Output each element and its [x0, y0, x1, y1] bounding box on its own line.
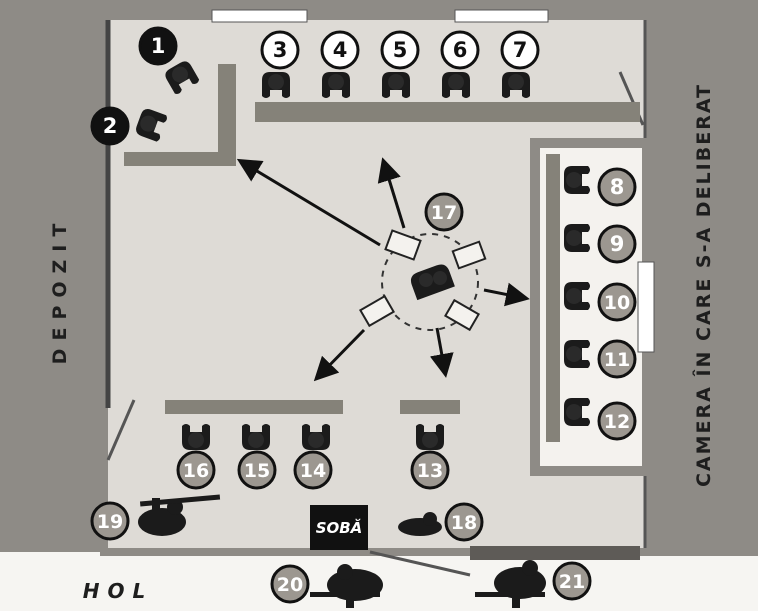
soldier-20 [310, 564, 383, 608]
badge-circle [90, 106, 130, 146]
badge-20: 20 [270, 564, 310, 604]
badge-11: 11 [597, 339, 637, 379]
stove [310, 505, 368, 550]
badge-10: 10 [597, 282, 637, 322]
jury-table [546, 154, 560, 442]
badge-18: 18 [444, 502, 484, 542]
badge-circle [410, 450, 450, 490]
window-left [211, 9, 308, 23]
badge-circle [597, 282, 637, 322]
badge-number: 6 [453, 38, 468, 62]
badge-number: 7 [513, 38, 528, 62]
badge-number: 16 [183, 460, 209, 482]
badge-circle [260, 30, 300, 70]
badge-number: 12 [604, 411, 630, 433]
badge-number: 11 [604, 349, 630, 371]
badge-5: 5 [380, 30, 420, 70]
top-wall [0, 0, 758, 20]
badge-13: 13 [410, 450, 450, 490]
badge-circle [597, 401, 637, 441]
badge-circle [237, 450, 277, 490]
chair [410, 264, 455, 301]
badge-19: 19 [90, 501, 130, 541]
badge-number: 5 [393, 38, 408, 62]
badge-number: 1 [151, 34, 166, 58]
camera-area [645, 20, 758, 560]
badge-8: 8 [597, 167, 637, 207]
top-table [255, 102, 640, 122]
box-figure [359, 229, 487, 332]
window-right [454, 9, 549, 23]
soldier-19 [138, 494, 221, 536]
badge-6: 6 [440, 30, 480, 70]
depozit-door [106, 399, 136, 461]
badge-circle [293, 450, 333, 490]
camera-label: CAMERA ÎN CARE S-A DELIBERAT [692, 83, 715, 487]
badge-number: 3 [273, 38, 288, 62]
badge-circle [444, 502, 484, 542]
badge-circle [380, 30, 420, 70]
badge-number: 8 [610, 175, 625, 199]
badge-9: 9 [597, 224, 637, 264]
badge-number: 2 [103, 114, 118, 138]
badge-21: 21 [552, 561, 592, 601]
badge-17: 17 [424, 192, 464, 232]
bottom-table-right [400, 400, 460, 414]
badge-number: 13 [417, 460, 443, 482]
badge-number: 4 [333, 38, 348, 62]
badge-circle [90, 501, 130, 541]
badge-circle [500, 30, 540, 70]
badge-15: 15 [237, 450, 277, 490]
hol-label: HOL [83, 579, 153, 603]
badge-number: 20 [277, 574, 303, 596]
badge-circle [320, 30, 360, 70]
badge-number: 18 [451, 512, 477, 534]
hallway-door [369, 550, 471, 577]
bottom-table-left [165, 400, 343, 414]
badge-circle [440, 30, 480, 70]
badge-16: 16 [176, 450, 216, 490]
soldier-21 [475, 560, 546, 608]
hallway-bench [470, 546, 640, 560]
badge-circle [176, 450, 216, 490]
badge-circle [424, 192, 464, 232]
badge-4: 4 [320, 30, 360, 70]
badge-number: 14 [300, 460, 326, 482]
badge-number: 21 [559, 571, 585, 593]
corner-table [124, 64, 236, 166]
arrows [236, 157, 530, 382]
jury-window [637, 261, 655, 353]
badge-3: 3 [260, 30, 300, 70]
person-18 [398, 512, 442, 536]
badge-7: 7 [500, 30, 540, 70]
soba-label: SOBĂ [316, 518, 363, 537]
badge-number: 15 [244, 460, 270, 482]
badge-14: 14 [293, 450, 333, 490]
badge-number: 19 [97, 511, 123, 533]
badge-number: 17 [431, 202, 457, 224]
badge-12: 12 [597, 401, 637, 441]
center-group [236, 157, 530, 382]
badge-circle [597, 339, 637, 379]
badge-1: 1 [138, 26, 178, 66]
badge-circle [597, 224, 637, 264]
badge-circle [138, 26, 178, 66]
depozit-label: DEPOZIT [49, 216, 71, 365]
badge-number: 10 [604, 292, 630, 314]
badge-number: 9 [610, 232, 625, 256]
badge-circle [597, 167, 637, 207]
depozit-area [0, 20, 108, 552]
badge-circle [552, 561, 592, 601]
badge-circle [270, 564, 310, 604]
badge-2: 2 [90, 106, 130, 146]
